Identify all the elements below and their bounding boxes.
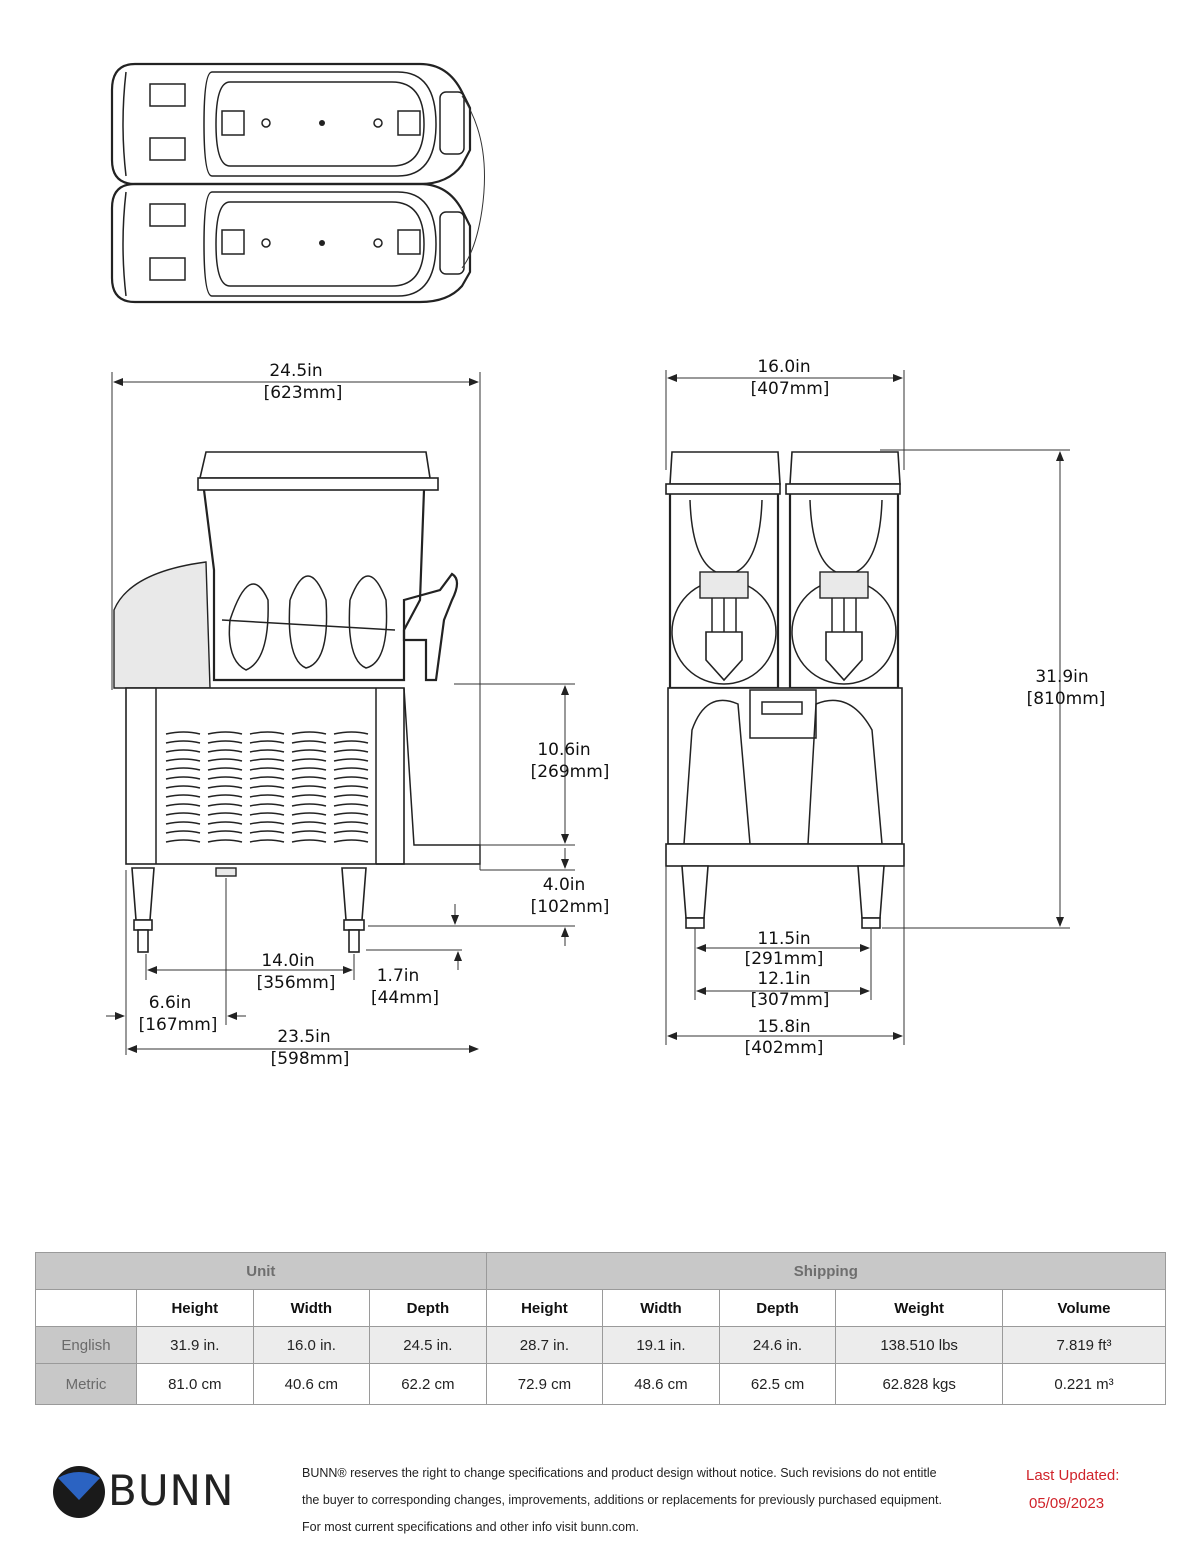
dim-leg-height-in: 4.0in [543, 875, 586, 895]
group-unit: Unit [35, 1252, 487, 1290]
dim-dispense-height-in: 10.6in [537, 740, 590, 760]
dim-leg-span-side-in: 14.0in [261, 951, 314, 971]
disclaimer-line: For most current specifications and othe… [302, 1520, 639, 1534]
table-row: English 31.9 in. 16.0 in. 24.5 in. 28.7 … [35, 1326, 1166, 1364]
table-cell: 40.6 cm [252, 1363, 371, 1405]
table-cell: 62.5 cm [718, 1363, 837, 1405]
disclaimer-line: BUNN® reserves the right to change speci… [302, 1466, 937, 1480]
dimension-lines [106, 370, 1070, 1055]
col-ship-depth: Depth [718, 1289, 837, 1327]
col-ship-volume: Volume [1002, 1289, 1166, 1327]
dim-overall-height-mm: [810mm] [1027, 689, 1106, 709]
dim-overall-width-mm: [407mm] [751, 379, 830, 399]
table-cell: 81.0 cm [136, 1363, 254, 1405]
dim-leg-span-front-in: 11.5in [757, 929, 810, 949]
side-view [113, 451, 481, 953]
dim-leg-outer-front-in: 12.1in [757, 969, 810, 989]
table-cell: 48.6 cm [602, 1363, 720, 1405]
table-cell: 72.9 cm [485, 1363, 604, 1405]
table-cell: 19.1 in. [602, 1326, 720, 1364]
col-ship-weight: Weight [835, 1289, 1003, 1327]
dim-leg-height-mm: [102mm] [531, 897, 610, 917]
dim-leg-adjust-in: 1.7in [377, 966, 420, 986]
dim-overall-width-in: 16.0in [757, 357, 810, 377]
row-label-metric: Metric [35, 1363, 137, 1405]
table-cell: 31.9 in. [136, 1326, 254, 1364]
dim-dispense-height-mm: [269mm] [531, 762, 610, 782]
dim-overall-height-in: 31.9in [1035, 667, 1088, 687]
top-view [110, 62, 485, 304]
last-updated: Last Updated: 05/09/2023 [1026, 1462, 1119, 1518]
table-cell: 7.819 ft³ [1002, 1326, 1166, 1364]
table-cell: 138.510 lbs [835, 1326, 1003, 1364]
dim-leg-span-front-mm: [291mm] [745, 949, 824, 969]
table-row: Metric 81.0 cm 40.6 cm 62.2 cm 72.9 cm 4… [35, 1363, 1166, 1405]
front-view [665, 451, 905, 929]
dim-base-depth-in: 23.5in [277, 1027, 330, 1047]
technical-drawing: 24.5in [623mm] 16.0in [407mm] 31.9in [81… [106, 62, 1106, 1069]
corner-cell [35, 1289, 137, 1327]
col-unit-depth: Depth [369, 1289, 487, 1327]
dim-base-width-in: 15.8in [757, 1017, 810, 1037]
dim-front-to-leg-mm: [167mm] [139, 1015, 218, 1035]
disclaimer: BUNN® reserves the right to change speci… [302, 1460, 1022, 1541]
dim-overall-depth-mm: [623mm] [264, 383, 343, 403]
brand-wordmark: BUNN [108, 1466, 235, 1515]
table-cell: 62.2 cm [369, 1363, 487, 1405]
table-cell: 0.221 m³ [1002, 1363, 1166, 1405]
col-ship-width: Width [602, 1289, 720, 1327]
table-cell: 62.828 kgs [835, 1363, 1003, 1405]
table-cell: 24.6 in. [718, 1326, 837, 1364]
bunn-logo-icon [53, 1466, 105, 1518]
dimension-labels: 24.5in [623mm] 16.0in [407mm] 31.9in [81… [139, 357, 1106, 1069]
spec-table: Unit Shipping Height Width Depth Height … [35, 1252, 1167, 1405]
dim-leg-outer-front-mm: [307mm] [751, 990, 830, 1010]
col-unit-height: Height [136, 1289, 254, 1327]
disclaimer-line: the buyer to corresponding changes, impr… [302, 1493, 942, 1507]
col-unit-width: Width [252, 1289, 371, 1327]
dim-leg-span-side-mm: [356mm] [257, 973, 336, 993]
col-ship-height: Height [485, 1289, 604, 1327]
table-cell: 24.5 in. [369, 1326, 487, 1364]
table-cell: 28.7 in. [485, 1326, 604, 1364]
dim-overall-depth-in: 24.5in [269, 361, 322, 381]
dim-base-depth-mm: [598mm] [271, 1049, 350, 1069]
last-updated-label: Last Updated: [1026, 1467, 1120, 1484]
last-updated-date: 05/09/2023 [1029, 1495, 1105, 1512]
dim-base-width-mm: [402mm] [745, 1038, 824, 1058]
dim-front-to-leg-in: 6.6in [149, 993, 192, 1013]
table-cell: 16.0 in. [252, 1326, 371, 1364]
group-shipping: Shipping [485, 1252, 1167, 1290]
row-label-english: English [35, 1326, 137, 1364]
dim-leg-adjust-mm: [44mm] [371, 988, 439, 1008]
